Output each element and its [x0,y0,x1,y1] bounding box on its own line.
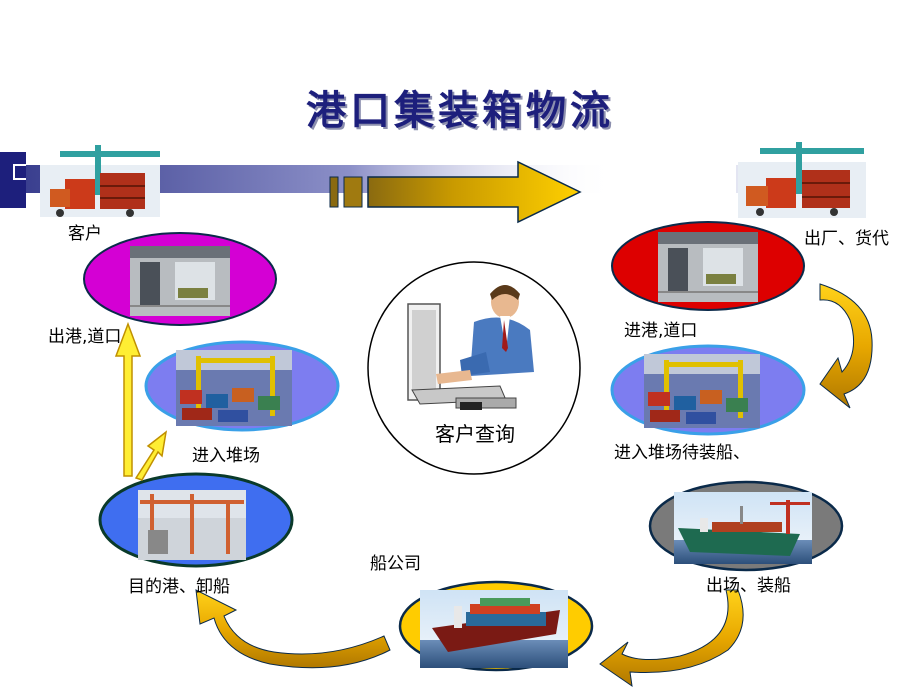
flow-arrow-left-bottom [195,589,391,669]
node-enter-yard [144,340,340,432]
label-yard-waiting: 进入堆场待装船、 [614,443,750,463]
node-exit-load [648,480,844,572]
label-shipping-company: 船公司 [370,554,421,574]
label-exit-load: 出场、装船 [706,576,791,596]
label-outbound-gate: 出港,道口 [48,327,122,347]
label-factory-forwarder: 出厂、货代 [804,229,889,249]
computer-user-icon [407,285,534,410]
customer-query-node [367,261,581,475]
container-yard-icon [176,350,292,426]
flow-arrow-right-top [819,283,873,409]
page-title: 港口集装箱物流 [306,88,614,134]
label-inbound-gate: 进港,道口 [624,321,698,341]
container-ship-icon [420,590,568,668]
label-customer-query: 客户查询 [435,422,515,446]
crane-icon [738,142,866,218]
label-destination-port: 目的港、卸船 [128,577,230,597]
container-yard-icon [644,354,760,428]
crane-icon [40,145,160,217]
flow-arrow-right-bottom [599,589,744,688]
flow-arrow-top [329,160,582,224]
container-ship-icon [674,492,812,564]
warehouse-icon [658,232,758,302]
node-outbound-gate [83,232,277,326]
label-customer: 客户 [68,224,102,244]
warehouse-icon [130,246,230,316]
node-shipping-company [398,580,594,672]
flow-arrow-left-vertical [114,321,168,481]
crane-icon [138,490,246,560]
label-enter-yard: 进入堆场 [192,446,260,466]
node-inbound-gate [611,221,805,311]
node-destination-port [98,472,294,568]
node-yard-waiting [610,344,806,436]
